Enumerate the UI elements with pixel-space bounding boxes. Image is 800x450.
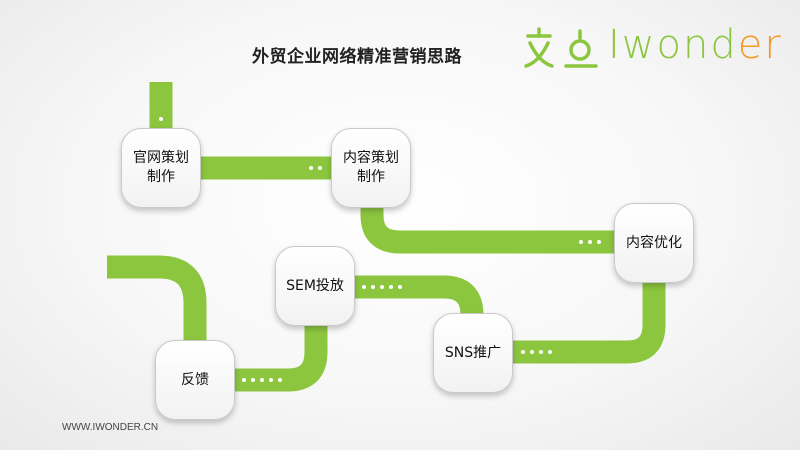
node-label: SEM投放	[286, 277, 344, 294]
path-dots	[362, 285, 402, 289]
path-dots	[159, 117, 163, 121]
path-dots	[579, 240, 601, 244]
node-label: SNS推广	[444, 344, 502, 361]
path-optimization-to-sns	[500, 275, 666, 364]
footer-url: WWW.IWONDER.CN	[62, 422, 159, 433]
node-label: 反馈	[181, 371, 209, 388]
path-content-to-optimization	[360, 198, 632, 254]
node-content-optimization: 内容优化	[614, 203, 694, 283]
node-label: 内容策划	[343, 150, 399, 166]
path-dots	[242, 378, 282, 382]
node-label: 内容优化	[626, 234, 682, 251]
logo-mark-icon	[524, 27, 598, 68]
node-sns: SNS推广	[433, 313, 513, 393]
node-website-planning: 官网策划制作	[121, 128, 201, 208]
node-label: 制作	[357, 169, 385, 185]
node-label: 制作	[147, 169, 175, 185]
node-label: 官网策划	[133, 150, 189, 166]
node-content-planning: 内容策划制作	[331, 128, 411, 208]
node-sem: SEM投放	[275, 246, 355, 326]
brand-logo: Iwonder	[518, 22, 788, 76]
logo-wordmark: Iwonder	[608, 22, 783, 68]
path-dots	[309, 166, 322, 170]
path-dots	[521, 350, 552, 354]
node-feedback: 反馈	[155, 340, 235, 420]
path-feedback-return	[107, 255, 207, 350]
path-sem-to-feedback	[225, 318, 328, 392]
page-title: 外贸企业网络精准营销思路	[252, 47, 462, 67]
